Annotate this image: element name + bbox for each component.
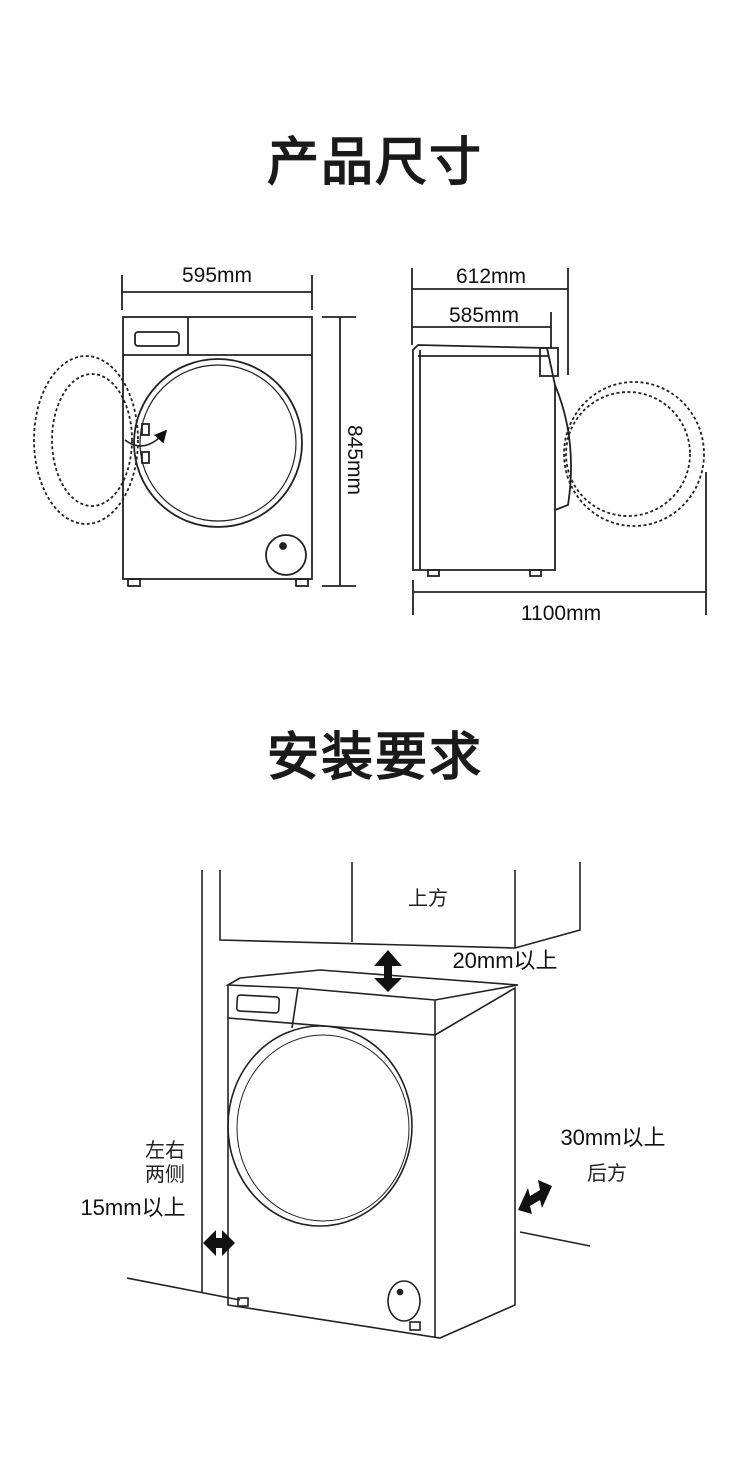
installation-scene [126, 862, 591, 1339]
height-label: 845mm [343, 425, 366, 495]
side-label-line2: 两侧 [145, 1162, 185, 1186]
side-clearance-arrow [203, 1230, 235, 1256]
install-requirements-heading: 安装要求 [266, 728, 483, 788]
back-clearance-arrow [518, 1180, 552, 1214]
side-clearance-label: 15mm以上 [80, 1195, 185, 1220]
side-view-washer [411, 268, 707, 615]
product-size-heading: 产品尺寸 [266, 133, 483, 193]
side-label-line1: 左右 [145, 1138, 185, 1162]
back-clearance-label: 30mm以上 [560, 1125, 665, 1150]
top-clearance-arrow [374, 950, 402, 992]
door-open-depth-label: 1100mm [521, 602, 601, 625]
top-clearance-label: 20mm以上 [452, 948, 557, 973]
side-body-depth-label: 585mm [449, 304, 519, 327]
side-total-depth-label: 612mm [456, 265, 526, 288]
back-label: 后方 [587, 1161, 627, 1185]
front-view-washer [33, 275, 356, 587]
top-label: 上方 [408, 886, 448, 910]
front-width-label: 595mm [182, 264, 252, 287]
